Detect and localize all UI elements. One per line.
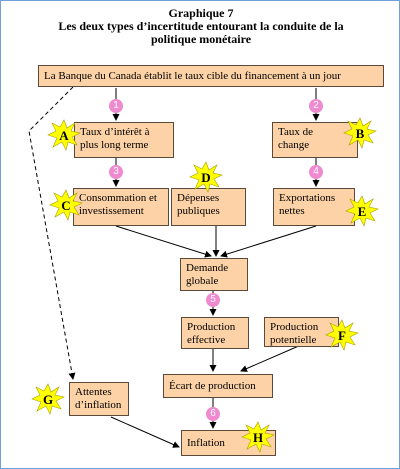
svg-text:E: E: [358, 204, 367, 219]
diagram-subtitle-line1: Les deux types d’incertitude entourant l…: [58, 19, 344, 33]
box-production-potentielle: Production potentielle: [264, 317, 339, 347]
svg-text:C: C: [61, 198, 70, 213]
star-f-icon: F: [325, 319, 359, 351]
diagram-subtitle-line2: politique monétaire: [150, 32, 252, 46]
box-exportations-nettes: Exportations nettes: [273, 188, 355, 226]
box-consommation: Consommation et investissement: [73, 188, 169, 226]
number-1: 1: [109, 99, 123, 113]
box-ecart-production: Écart de production: [163, 374, 273, 398]
diagram-title: Graphique 7: [168, 6, 234, 20]
box-production-effective: Production effective: [181, 317, 249, 349]
arrow-potentielle-ecart: [240, 344, 302, 372]
arrow-attentes-inflation: [110, 416, 180, 448]
star-d-icon: D: [189, 161, 223, 193]
number-6: 6: [206, 407, 220, 421]
box-depenses-publiques: Dépenses publiques: [171, 188, 246, 226]
svg-text:F: F: [338, 328, 346, 343]
star-g-icon: G: [31, 383, 65, 415]
number-5: 5: [206, 293, 220, 307]
box-attentes-inflation: Attentes d’inflation: [69, 382, 129, 416]
box-taux-interet: Taux d’intérêt à plus long terme: [74, 122, 174, 158]
number-4: 4: [309, 165, 323, 179]
number-2: 2: [309, 99, 323, 113]
svg-text:H: H: [253, 430, 263, 445]
number-3: 3: [109, 165, 123, 179]
svg-text:A: A: [59, 128, 69, 143]
arrow-exportations-demande: [220, 225, 317, 258]
star-a-icon: A: [47, 119, 81, 151]
star-b-icon: B: [343, 117, 377, 149]
box-taux-change: Taux de change: [272, 122, 358, 158]
star-e-icon: E: [345, 195, 379, 227]
star-h-icon: H: [241, 421, 275, 453]
svg-text:B: B: [356, 126, 365, 141]
box-demande-globale: Demande globale: [180, 258, 248, 291]
svg-text:G: G: [43, 392, 53, 407]
arrow-consommation-demande: [115, 225, 212, 258]
box-banque-du-canada: La Banque du Canada établit le taux cibl…: [38, 65, 384, 87]
star-c-icon: C: [49, 189, 83, 221]
svg-text:D: D: [201, 170, 210, 185]
